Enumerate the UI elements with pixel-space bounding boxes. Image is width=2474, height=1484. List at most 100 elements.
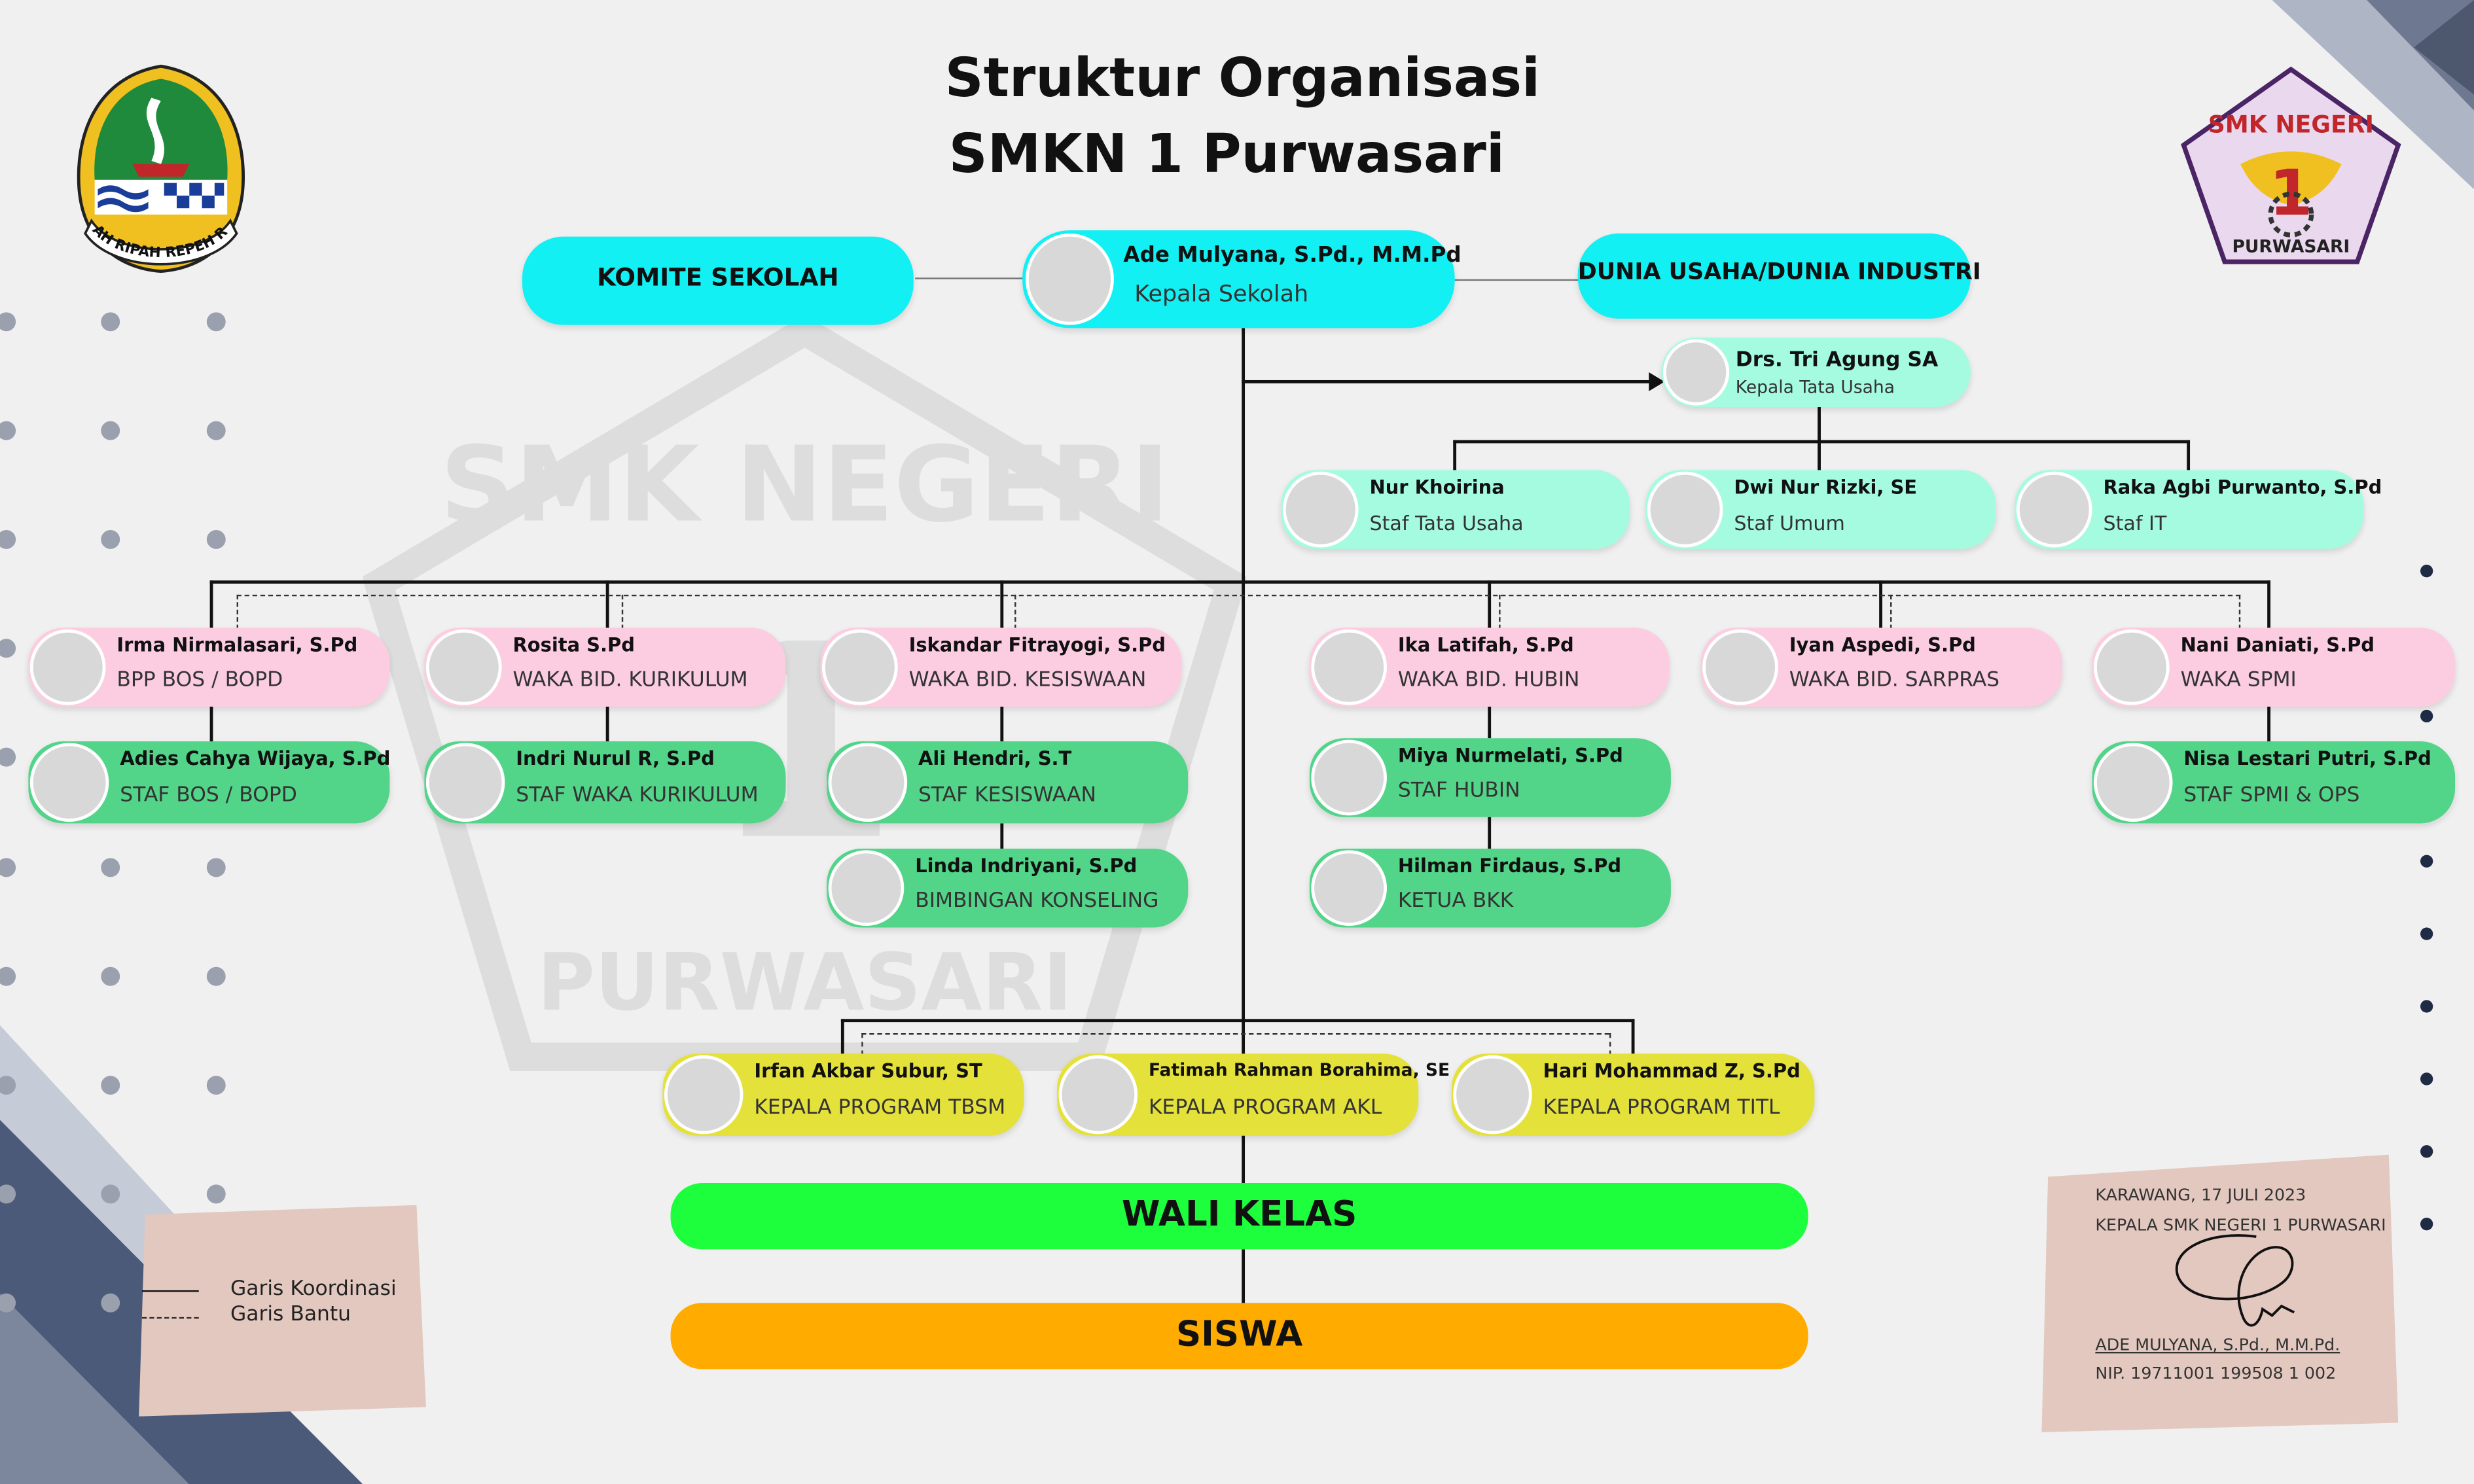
komite-label: KOMITE SEKOLAH: [597, 263, 839, 292]
tu-head-name: Drs. Tri Agung SA: [1735, 348, 1939, 372]
dudi-label: DUNIA USAHA/DUNIA INDUSTRI: [1577, 260, 1981, 286]
school-logo-line2: PURWASARI: [2232, 237, 2350, 257]
avatar: [1058, 1055, 1138, 1135]
siswa-bar[interactable]: SISWA: [670, 1303, 1808, 1369]
person-box[interactable]: Dwi Nur Rizki, SE Staf Umum: [1645, 470, 1996, 549]
avatar: [664, 1055, 744, 1135]
signature-name: ADE MULYANA, S.Pd., M.M.Pd.: [2095, 1335, 2340, 1355]
komite-sekolah-box[interactable]: KOMITE SEKOLAH: [522, 236, 914, 325]
avatar: [1647, 471, 1723, 548]
person-role: WAKA BID. HUBIN: [1397, 669, 1580, 693]
tu-head-role: Kepala Tata Usaha: [1735, 377, 1895, 398]
line-main-trunk: [1242, 323, 1246, 1184]
line-komite: [915, 277, 1026, 279]
person-role: STAF WAKA KURIKULUM: [516, 784, 759, 808]
decor-dot: [2420, 565, 2433, 578]
decor-dot: [101, 858, 120, 877]
decor-dot: [101, 966, 120, 986]
legend-dashed-label: Garis Bantu: [230, 1303, 351, 1327]
person-role: Staf Tata Usaha: [1369, 511, 1524, 535]
decor-dot: [2420, 1145, 2433, 1158]
decor-dot: [0, 747, 16, 767]
person-name: Adies Cahya Wijaya, S.Pd: [120, 747, 391, 770]
decor-dot: [206, 312, 226, 332]
person-name: Dwi Nur Rizki, SE: [1734, 476, 1918, 499]
person-name: Nisa Lestari Putri, S.Pd: [2183, 747, 2431, 770]
avatar: [828, 850, 905, 927]
wali-kelas-bar[interactable]: WALI KELAS: [670, 1183, 1808, 1250]
line-waka-h: [209, 580, 2270, 584]
decor-dot: [0, 421, 16, 440]
person-name: Irfan Akbar Subur, ST: [754, 1059, 982, 1082]
dashed-kaprog-h: [861, 1033, 1609, 1035]
person-role: Staf Umum: [1734, 511, 1845, 535]
person-role: KEPALA PROGRAM TBSM: [754, 1096, 1006, 1120]
person-role: BIMBINGAN KONSELING: [915, 889, 1159, 913]
decor-dot: [101, 421, 120, 440]
person-name: Ika Latifah, S.Pd: [1397, 634, 1574, 656]
decor-dot: [0, 312, 16, 332]
person-name: Nani Daniati, S.Pd: [2180, 634, 2375, 656]
decor-dot: [206, 1076, 226, 1095]
jabar-emblem-logo: GEMAH RIPAH REPEH RAPIH: [69, 63, 245, 274]
person-name: Rosita S.Pd: [512, 634, 635, 656]
avatar: [821, 629, 898, 705]
decor-dot: [206, 1184, 226, 1204]
decor-dot: [0, 639, 16, 658]
avatar: [1662, 339, 1730, 406]
avatar: [29, 743, 109, 822]
decor-dot: [2420, 709, 2433, 723]
person-role: STAF SPMI & OPS: [2183, 784, 2360, 808]
school-logo-numeral: 1: [2269, 156, 2313, 230]
person-role: Staf IT: [2103, 511, 2167, 535]
line-dudi: [1454, 279, 1581, 281]
person-role: WAKA BID. KESISWAAN: [908, 669, 1147, 693]
decor-dot: [206, 966, 226, 986]
watermark-line1: SMK NEGERI: [440, 424, 1169, 546]
person-role: KEPALA PROGRAM TITL: [1543, 1096, 1780, 1120]
person-name: Linda Indriyani, S.Pd: [915, 855, 1138, 877]
line-to-tu: [1242, 380, 1655, 383]
person-role: WAKA BID. KURIKULUM: [512, 669, 748, 693]
legend-dashed-line: [141, 1316, 199, 1319]
kepala-tata-usaha-box[interactable]: Drs. Tri Agung SA Kepala Tata Usaha: [1661, 337, 1971, 407]
signature-nip: NIP. 19711001 199508 1 002: [2095, 1364, 2337, 1384]
person-name: Miya Nurmelati, S.Pd: [1397, 744, 1623, 767]
decor-dot: [101, 1293, 120, 1313]
kepala-sekolah-box[interactable]: Ade Mulyana, S.Pd., M.M.Pd Kepala Sekola…: [1022, 230, 1461, 328]
decor-dot: [2420, 1072, 2433, 1086]
dudi-box[interactable]: DUNIA USAHA/DUNIA INDUSTRI: [1577, 233, 1981, 319]
person-box[interactable]: Irfan Akbar Subur, ST KEPALA PROGRAM TBSM: [662, 1053, 1024, 1136]
decor-dot: [206, 858, 226, 877]
signature-scribble-icon: [2175, 1234, 2295, 1327]
decor-dot: [101, 1184, 120, 1204]
decor-dot: [2420, 1000, 2433, 1013]
person-role: WAKA BID. SARPRAS: [1789, 669, 2000, 693]
person-name: Raka Agbi Purwanto, S.Pd: [2103, 476, 2382, 499]
person-name: Hilman Firdaus, S.Pd: [1397, 855, 1622, 877]
avatar: [1025, 233, 1114, 325]
line-kaprog-h: [840, 1019, 1635, 1023]
decor-dot: [0, 529, 16, 549]
legend-solid-label: Garis Koordinasi: [230, 1277, 397, 1301]
avatar: [2016, 471, 2092, 548]
line-tu-down: [1818, 406, 1821, 442]
line-to-siswa: [1242, 1249, 1246, 1307]
